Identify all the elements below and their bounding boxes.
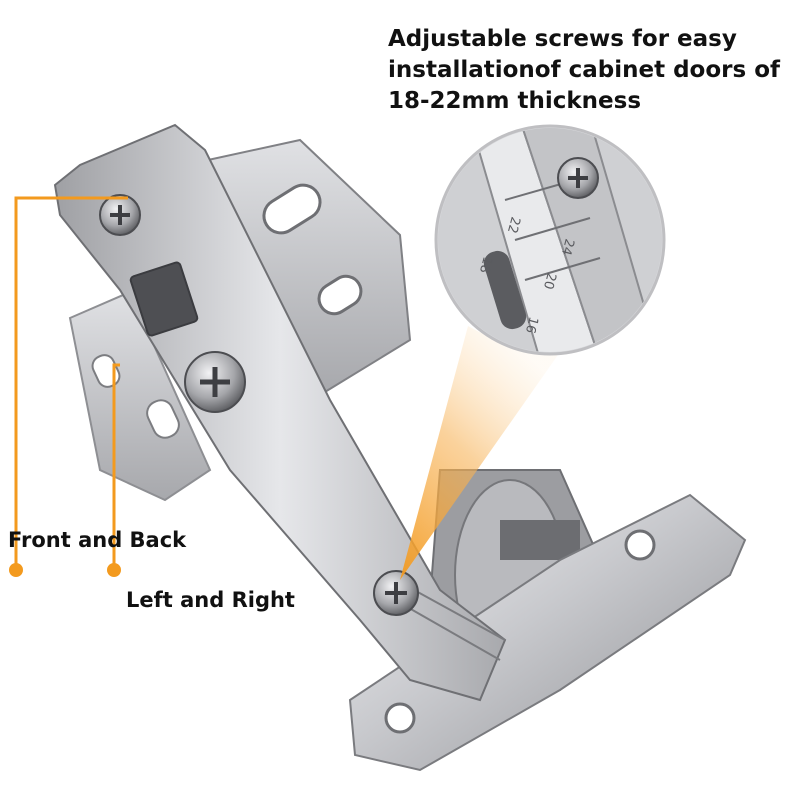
left-right-label: Left and Right xyxy=(126,588,295,612)
scale-mark: 22 xyxy=(504,215,523,235)
zoom-inset: 24 22 20 18 16 xyxy=(434,124,666,356)
middle-screw xyxy=(184,351,246,413)
front-back-label: Front and Back xyxy=(8,528,187,552)
arm-base-plate xyxy=(183,138,412,397)
left-right-indicator xyxy=(107,363,121,577)
mounting-plate-front xyxy=(348,493,747,772)
scale-mark: 16 xyxy=(522,315,541,335)
top-adjust-screw xyxy=(99,194,141,236)
depth-adjust-screw xyxy=(373,570,419,616)
scale-mark: 24 xyxy=(558,237,577,257)
scale-mark: 18 xyxy=(476,255,495,275)
caption-text: Adjustable screws for easy installationo… xyxy=(388,26,781,114)
front-back-indicator xyxy=(9,196,128,577)
hinge-arm xyxy=(53,123,507,702)
scale-mark: 20 xyxy=(540,271,559,291)
zoom-callout-beam xyxy=(400,326,560,580)
